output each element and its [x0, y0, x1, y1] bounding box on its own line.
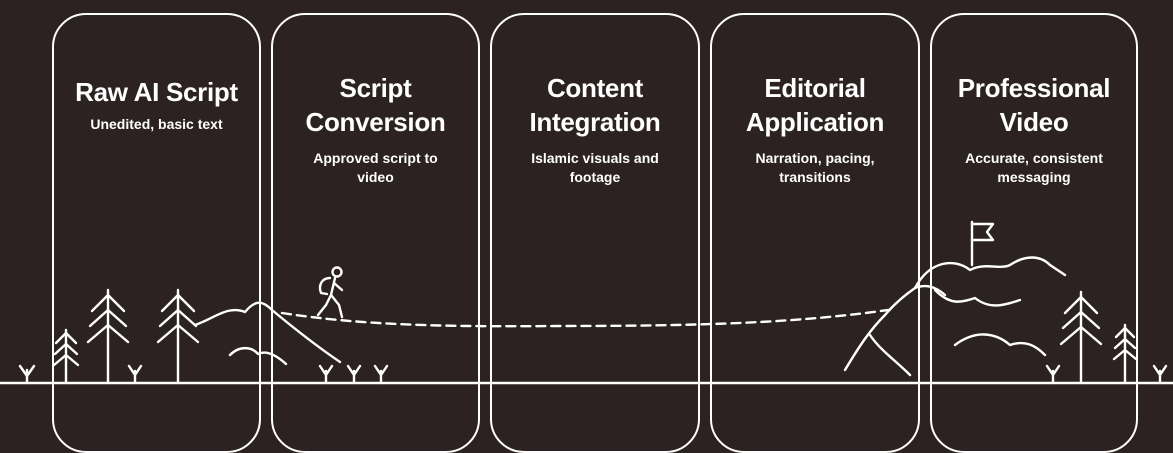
stage-subtitle: Islamic visuals and footage [531, 150, 659, 185]
right-mountain-icon [843, 256, 1067, 377]
left-mountain-icon [193, 301, 342, 366]
stage-subtitle: Narration, pacing, transitions [755, 150, 875, 185]
grass-sprout-icon [318, 364, 334, 385]
stage-subtitle: Unedited, basic text [90, 116, 223, 132]
pine-tree-icon [86, 288, 130, 385]
journey-path [280, 307, 897, 328]
stage-title: Editorial Application [745, 73, 885, 137]
stage-card-editorial-application: Editorial Application Narration, pacing,… [710, 13, 920, 453]
stage-card-professional-video: Professional Video Accurate, consistent … [930, 13, 1138, 453]
stage-card-script-conversion: Script Conversion Approved script to vid… [271, 13, 480, 453]
grass-sprout-icon [18, 364, 36, 385]
stage-card-raw-ai-script: Raw AI Script Unedited, basic text [52, 13, 261, 453]
stage-subtitle: Accurate, consistent messaging [965, 150, 1103, 185]
landscape-illustration [0, 220, 1173, 385]
stage-title: Script Conversion [305, 73, 446, 137]
stage-card-content-integration: Content Integration Islamic visuals and … [490, 13, 700, 453]
grass-sprout-icon [1045, 364, 1061, 385]
hiker-icon [316, 266, 344, 319]
grass-sprout-icon [1152, 364, 1168, 385]
grass-sprout-icon [346, 364, 362, 385]
small-tree-icon [1112, 323, 1138, 385]
grass-sprout-icon [127, 364, 143, 385]
small-tree-icon [52, 328, 80, 385]
pine-tree-icon [156, 288, 200, 385]
grass-sprout-icon [373, 364, 389, 385]
stage-subtitle: Approved script to video [313, 150, 438, 185]
pine-tree-icon [1059, 290, 1103, 385]
stage-title: Content Integration [529, 73, 661, 137]
stage-title: Raw AI Script [75, 77, 238, 107]
stage-title: Professional Video [957, 73, 1111, 137]
flag-icon [970, 220, 995, 267]
